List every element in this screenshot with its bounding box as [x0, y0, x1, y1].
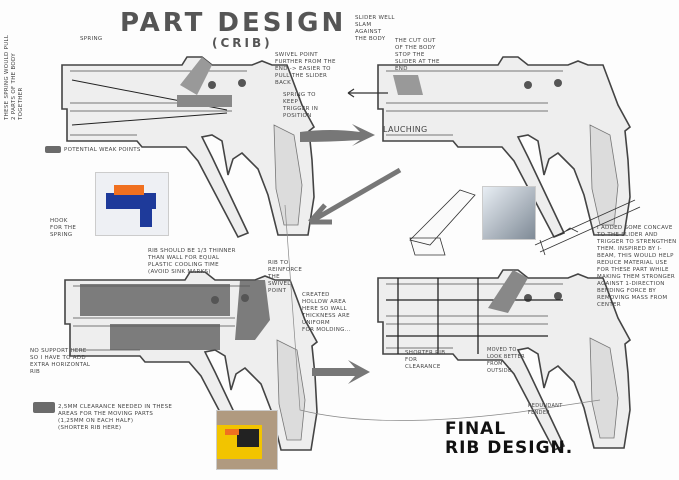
weak-point-swatch: [45, 146, 61, 153]
note-slider-well: SLIDER WELL SLAM AGAINST THE BODY: [355, 15, 395, 42]
page-title: PART DESIGN: [120, 8, 347, 38]
gun-sketch-ribs: [64, 271, 318, 453]
note-rib-thinner: RIB SHOULD BE 1/3 THINNER THAN WALL FOR …: [148, 248, 236, 275]
connector-line: [284, 204, 601, 421]
note-weak-points: POTENTIAL WEAK POINTS: [64, 147, 141, 153]
note-no-support: NO SUPPORT HERE SO I HAVE TO ADD EXTRA H…: [30, 348, 91, 375]
note-hook-spring: HOOK FOR THE SPRING: [50, 218, 77, 238]
note-swivel-point: SWIVEL POINT FURTHER FROM THE END -> EAS…: [275, 52, 336, 86]
rib-detail-sketch-1: [409, 189, 476, 256]
arrow-right-bottom: [312, 360, 370, 384]
note-clearance: 2,5MM CLEARANCE NEEDED IN THESE AREAS FO…: [58, 404, 173, 431]
note-shorter-rib: SHORTER RIB FOR CLEARANCE: [405, 350, 446, 370]
note-launching: LAUCHING: [383, 125, 428, 134]
rib-detail-sketch-2: [534, 199, 641, 256]
gun-sketch-launching: [347, 56, 631, 238]
note-concave: I ADDED SOME CONCAVE TO THE SLIDER AND T…: [597, 225, 677, 308]
nerf-blue-photo: [95, 172, 169, 236]
page-subtitle: (CRIB): [212, 36, 273, 50]
arrow-right-top: [300, 124, 375, 146]
gun-sketch-springs: [61, 56, 315, 238]
final-rib-design-title: FINAL RIB DESIGN.: [445, 419, 574, 458]
note-spring-trigger: SPRING TO KEEP TRIGGER IN POSITION: [283, 92, 319, 119]
gun-sketch-final: [377, 269, 631, 451]
note-rib-swivel: RIB TO REINFORCE THE SWIVEL POINT: [268, 260, 303, 294]
clearance-swatch: [33, 402, 55, 413]
note-moved: MOVED TO LOOK BETTER FROM OUTSIDE: [487, 347, 525, 374]
nerf-yellow-photo: [216, 410, 278, 470]
note-spring-side: THESE SPRING WOULD PULL 2 PARTS OF THE B…: [4, 34, 24, 120]
note-created-hollow: CREATED HOLLOW AREA HERE SO WALL THICKNE…: [302, 292, 351, 333]
note-spring: SPRING: [80, 36, 103, 42]
i-beam-photo: [482, 186, 536, 240]
note-redundant: REDUNDANT FENDER: [528, 403, 563, 416]
note-cut-out: THE CUT OUT OF THE BODY STOP THE SLIDER …: [395, 38, 440, 72]
arrow-diagonal: [308, 167, 402, 225]
